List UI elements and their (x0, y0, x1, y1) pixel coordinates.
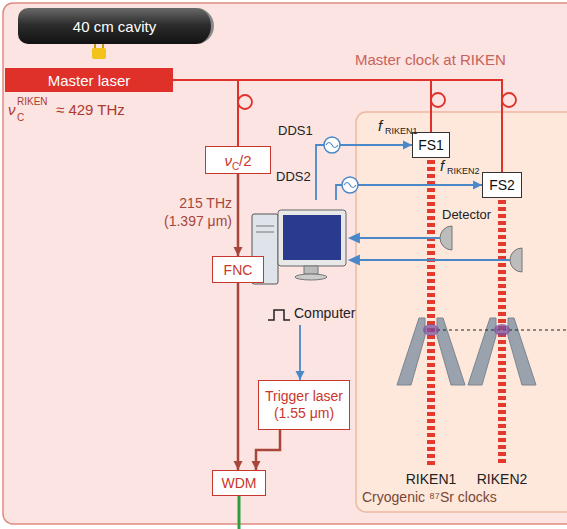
node-text: FS2 (489, 177, 515, 193)
atom-cloud (423, 324, 510, 336)
process-box: FS2 (482, 172, 522, 198)
detector-symbol (440, 226, 522, 272)
annotation-label: DDS1 (278, 124, 313, 138)
region-panel: Master clock at RIKEN Cryogenic ⁸⁷Sr cloc… (3, 3, 567, 524)
connector-line (237, 283, 240, 470)
trap-electrode (397, 318, 536, 385)
text-group: FS1 (418, 137, 444, 153)
annotation-label: 215 THz (179, 196, 232, 211)
connector (173, 80, 238, 146)
annotation-label: Detector (442, 208, 491, 222)
process-box: WDM (212, 470, 266, 496)
annotation-label: f (440, 158, 444, 175)
annotation-label: RIKEN2 (447, 167, 480, 177)
pulse-symbol (268, 310, 290, 320)
output-fiber (238, 496, 241, 529)
laser-box: Master laser (5, 68, 173, 92)
node-text: C (232, 161, 239, 172)
arrow-head (296, 371, 305, 380)
fiber-loop (238, 93, 516, 109)
region-outline (356, 112, 567, 512)
process-box: FNC (212, 256, 264, 283)
annotation-label: ν (8, 102, 16, 119)
node-text: Master laser (48, 72, 131, 89)
cavity-cylinder: 40 cm cavity (18, 8, 214, 44)
node-text: /2 (239, 152, 252, 169)
annotation-label: RIKEN1 (385, 127, 418, 137)
annotation-label: RIKEN1 (406, 472, 457, 487)
text-group: Master laser (48, 72, 131, 89)
dds-symbol (324, 137, 358, 193)
text-group: νC/2 (224, 152, 251, 169)
connector (296, 325, 305, 380)
node-text: ν (224, 152, 232, 169)
text-group: 40 cm cavity (73, 18, 156, 35)
text-group: Trigger laser (1.55 μm) (263, 388, 345, 422)
annotation-label: (1.397 μm) (164, 214, 232, 229)
connector-line (237, 174, 240, 256)
detector-signal (350, 234, 510, 264)
text-group: FS2 (489, 177, 515, 193)
annotation-label: C (17, 112, 24, 123)
process-box: FS1 (412, 132, 450, 158)
annotation-label: RIKEN2 (477, 472, 528, 487)
connector-line (256, 430, 280, 470)
annotation-label: RIKEN (17, 96, 48, 107)
node-text: Cryogenic ⁸⁷Sr clocks (362, 490, 497, 505)
process-box: νC/2 (205, 146, 271, 174)
text-group: FNC (224, 262, 253, 278)
arrow-head (234, 461, 243, 470)
node-text: 40 cm cavity (73, 18, 156, 35)
node-text: WDM (222, 475, 257, 491)
annotation-label: DDS2 (276, 170, 311, 184)
arrow-head (403, 141, 412, 150)
node-text: FNC (224, 262, 253, 278)
node-text: Computer (294, 306, 355, 321)
text-group: WDM (222, 475, 257, 491)
arrow-head (234, 247, 243, 256)
annotation-label: f (378, 118, 382, 135)
laser-beam (431, 160, 502, 466)
node-text: Master clock at RIKEN (355, 52, 506, 69)
node-text: Trigger laser (1.55 μm) (265, 388, 343, 421)
computer-icon (252, 210, 346, 284)
computer-node: Computer (250, 200, 360, 325)
connector (234, 174, 243, 256)
annotation-label: ≈ 429 THz (56, 102, 125, 119)
connector (252, 430, 281, 470)
region-outline (3, 3, 567, 524)
node-text: FS1 (418, 137, 444, 153)
connector-line (173, 80, 238, 146)
arrow-head (473, 181, 482, 190)
connector (234, 283, 243, 470)
laser-box: Trigger laser (1.55 μm) (258, 380, 350, 430)
arrow-head (252, 461, 261, 470)
